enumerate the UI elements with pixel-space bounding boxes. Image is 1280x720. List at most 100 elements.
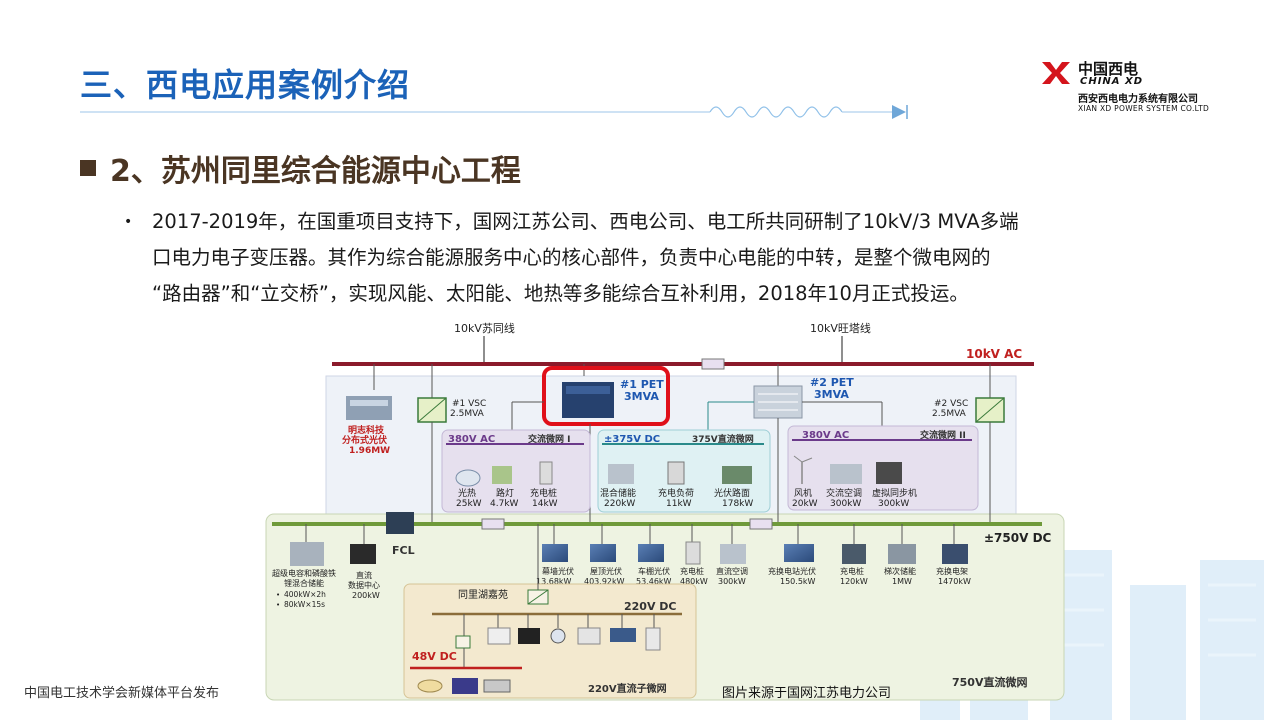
dc750-grid-label: 750V直流微网 [952,675,1027,689]
paragraph-line-1: 2017-2019年，在国重项目支持下，国网江苏公司、西电公司、电工所共同研制了… [152,210,1019,233]
dc48-converter-icon [455,635,471,649]
vsc2-label: #2 VSC [934,399,968,409]
dc-item-3-val: 480kW [680,577,708,586]
dc375-microgrid-label: 375V直流微网 [692,433,754,445]
dc-item-0-name: 幕墙光伏 [542,566,574,576]
description-paragraph: • 2017-2019年，在国重项目支持下，国网江苏公司、西电公司、电工所共同研… [124,204,1208,312]
svg-text:•: • [276,591,280,599]
datacenter-label-2: 数据中心 [348,580,380,590]
g3-item-1-name: 交流空调 [826,487,862,499]
dc-loads-row [542,524,968,565]
dc-item-8-val: 1470kW [938,577,971,586]
pet2-label: #2 PET [810,376,854,389]
ac-grid-2-devices [793,455,902,484]
pet1-label: #1 PET [620,378,664,391]
g3-item-0-val: 20kW [792,499,818,509]
ac-microgrid-2-label: 交流微网 II [920,429,966,441]
subtitle-text: 2、苏州同里综合能源中心工程 [110,154,521,189]
ac-microgrid-1-label: 交流微网 I [528,433,570,445]
g1-item-0-name: 光热 [458,487,476,499]
mingzhi-label-2: 分布式光伏 [342,434,387,446]
pet1-capacity: 3MVA [624,390,659,403]
pet1-highlight-box [542,366,670,426]
dc220-subgrid-panel [403,583,697,699]
g2-item-0-name: 混合储能 [600,487,636,499]
dc220-subgrid-label: 220V直流子微网 [588,682,667,695]
logo-company-en: XIAN XD POWER SYSTEM CO.LTD [1078,104,1210,113]
vsc2-capacity: 2.5MVA [932,409,967,419]
dc375-label: ±375V DC [604,434,660,445]
datacenter-label-1: 直流 [356,570,372,580]
dc-item-7-name: 梯次储能 [884,566,916,576]
dc-item-5-val: 150.5kW [780,577,816,586]
paragraph-line-2: 口电力电子变压器。其作为综合能源服务中心的核心部件，负责中心电能的中转，是整个微… [152,246,991,269]
data-center-image [350,544,376,564]
dc-item-4-name: 直流空调 [716,566,748,576]
ac-microgrid-1-panel [441,429,591,513]
dc-item-2-name: 车棚光伏 [638,566,670,576]
mingzhi-building-image [346,396,392,420]
fcl-device [386,512,414,534]
datacenter-label-3: 200kW [352,591,380,600]
g3-item-2-name: 虚拟同步机 [872,487,917,499]
bus-switch-2 [481,518,505,530]
g3-item-0-name: 风机 [794,487,812,499]
feeder-label-2: 10kV旺塔线 [810,321,871,335]
title-decorative-line [80,105,908,119]
bus-switch [701,358,725,370]
logo-company-cn: 西安西电电力系统有限公司 [1078,94,1198,105]
fcl-label: FCL [392,544,415,557]
g2-item-0-val: 220kW [604,499,635,509]
g3-item-2-val: 300kW [878,499,909,509]
storage-label-2: 锂混合储能 [284,578,324,588]
dc-item-7-val: 1MW [892,577,912,586]
ac-bus-label: 10kV AC [966,347,1022,361]
dc-item-5-name: 充换电站光伏 [768,566,816,576]
svg-text:•: • [276,601,280,609]
dc375-devices [608,461,752,485]
g1-item-1-name: 路灯 [496,487,514,499]
g2-item-1-val: 11kW [666,499,692,509]
vsc1-capacity: 2.5MVA [450,409,485,419]
dc-item-2-val: 53.46kW [636,577,672,586]
g1-item-1-val: 4.7kW [490,499,519,509]
bullet-icon: • [124,214,133,230]
g3-item-1-val: 300kW [830,499,861,509]
xd-logo-icon [1042,62,1070,84]
system-diagram: 10kV苏同线 10kV旺塔线 10kV AC 明志科技 分布式光伏 1.96M… [265,321,1065,701]
dc-item-1-name: 屋顶光伏 [590,566,622,576]
subtitle: 2、苏州同里综合能源中心工程 [80,146,521,190]
dc220-devices [417,614,661,694]
ac380-label-2: 380V AC [802,430,849,441]
ac-grid-1-devices [455,461,553,487]
dc-item-4-val: 300kW [718,577,746,586]
g1-item-0-val: 25kW [456,499,482,509]
footer-image-source: 图片来源于国网江苏电力公司 [722,686,892,701]
storage-label-3: 400kW×2h [284,590,326,599]
vsc1-label: #1 VSC [452,399,486,409]
storage-label-4: 80kW×15s [284,600,325,609]
bus-switch-3 [749,518,773,530]
dc-item-0-val: 13.68kW [536,577,572,586]
dc220-label: 220V DC [624,600,677,613]
dc-item-1-val: 403.92kW [584,577,625,586]
g2-item-1-name: 充电负荷 [658,487,694,499]
dc750-label: ±750V DC [984,531,1052,545]
mingzhi-label-3: 1.96MW [349,446,390,456]
g1-item-2-name: 充电桩 [530,487,557,499]
g1-item-2-val: 14kW [532,499,558,509]
dc-item-3-name: 充电桩 [680,566,704,576]
dc-item-6-name: 充电桩 [840,566,864,576]
logo-cn-name: 中国西电 [1078,60,1139,78]
tongli-label: 同里湖嘉苑 [458,588,508,601]
logo-en-name: CHINA XD [1080,76,1144,87]
dc-item-8-name: 充换电架 [936,566,968,576]
ac380-label-1: 380V AC [448,434,495,445]
feeder-label-1: 10kV苏同线 [454,321,515,335]
g2-item-2-name: 光伏路面 [714,487,750,499]
hybrid-storage-image [290,542,324,566]
mingzhi-label-1: 明志科技 [348,424,385,436]
paragraph-line-3: “路由器”和“立交桥”，实现风能、太阳能、地热等多能综合互补利用，2018年10… [152,282,969,305]
dc-item-6-val: 120kW [840,577,868,586]
